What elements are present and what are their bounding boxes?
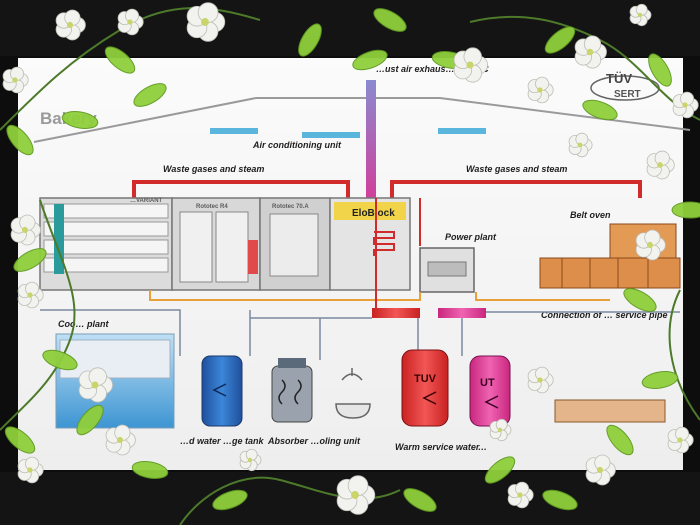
flower-13 [105, 424, 136, 456]
tuv-tank-label: TUV [414, 373, 437, 385]
flower-20 [527, 366, 554, 394]
flower-8 [10, 214, 41, 246]
flower-10 [635, 229, 666, 261]
leaf-15 [131, 461, 169, 479]
logo-subtext: SERT [614, 89, 641, 100]
power-plant-label: Power plant [445, 232, 497, 242]
cold-water-tank [201, 355, 243, 427]
cooling-plant-label: Coo… plant [58, 319, 109, 329]
flower-18 [667, 426, 694, 454]
flower-5 [527, 76, 554, 104]
belt-oven-label: Belt oven [570, 210, 611, 220]
leaf-2 [104, 46, 136, 74]
ut-caption-label: … [478, 442, 487, 452]
flower-19 [489, 418, 512, 442]
vine-2 [0, 199, 76, 431]
service-header [438, 308, 486, 318]
logo-text: TÜV [606, 71, 632, 86]
leaf-5 [6, 124, 34, 156]
cooling-plant-room [55, 333, 175, 429]
leaf-20 [606, 424, 634, 456]
leaf-0 [352, 49, 388, 71]
ut-tank: UT [469, 355, 511, 427]
leaf-10 [623, 288, 657, 312]
tuv-tank: TUV [401, 349, 449, 427]
leaf-18 [484, 456, 516, 484]
waste-gas-pipe-left [132, 180, 350, 200]
rack-oven-rototec-r4: Rototec R4 [171, 197, 261, 291]
flower-23 [2, 66, 29, 94]
flower-3 [453, 47, 489, 83]
flower-7 [672, 91, 699, 119]
waste-gases-left-label: Waste gases and steam [163, 164, 264, 174]
leaf-11 [13, 248, 47, 272]
rack-oven-variant: …VARIANT [39, 197, 173, 291]
absorber-label: Absorber …oling unit [267, 436, 361, 446]
flower-21 [239, 448, 262, 472]
leaf-4 [61, 111, 99, 129]
air-conditioning-units [210, 128, 486, 138]
oven-1-label: …VARIANT [130, 198, 163, 204]
waste-gas-pipe-right [390, 180, 642, 200]
leaf-22 [298, 23, 322, 57]
air-conditioning-label: Air conditioning unit [252, 140, 342, 150]
flower-17 [585, 454, 616, 486]
roof-outline [33, 97, 691, 143]
radiator-unit [554, 399, 666, 423]
flower-9 [17, 281, 44, 309]
flower-16 [507, 481, 534, 509]
heat-recovery-pipes [375, 198, 421, 308]
supply-pipes [149, 290, 610, 301]
flower-22 [568, 132, 593, 158]
leaf-6 [544, 26, 576, 54]
shower-fixture [335, 368, 371, 419]
oven-2-label: Rototec R4 [196, 204, 228, 210]
leaf-21 [641, 371, 679, 389]
leaf-7 [582, 99, 618, 121]
leaf-14 [4, 426, 36, 454]
leaf-12 [42, 349, 78, 371]
flower-11 [646, 150, 675, 180]
oven-4-label: EloBlock [352, 208, 395, 219]
flower-1 [55, 9, 86, 41]
power-plant-unit [419, 247, 475, 293]
heat-header [372, 308, 420, 318]
leaf-8 [648, 53, 672, 87]
leaf-1 [373, 8, 407, 32]
deck-oven-eloblock: EloBlock [329, 197, 411, 291]
flower-15 [336, 475, 376, 515]
waste-gases-right-label: Waste gases and steam [466, 164, 567, 174]
leaf-13 [76, 404, 104, 436]
distribution-pipes [40, 309, 680, 360]
flower-2 [117, 8, 144, 36]
leaf-9 [671, 201, 700, 219]
leaf-3 [133, 83, 167, 107]
flower-12 [78, 367, 114, 403]
warm-service-water-label: Warm service water [395, 442, 480, 452]
exhaust-air-label: …ust air exhaus… …50 °C [376, 64, 489, 74]
rack-oven-rototec-70a: Rototec 70.A [248, 197, 331, 291]
leaf-17 [403, 488, 437, 512]
flower-0 [186, 2, 226, 42]
leaf-19 [542, 489, 578, 511]
vine-3 [668, 289, 700, 421]
ut-tank-label: UT [480, 377, 495, 389]
flower-14 [17, 456, 44, 484]
absorber-cooling-unit [271, 358, 313, 423]
oven-3-label: Rototec 70.A [272, 204, 309, 210]
leaf-16 [212, 489, 248, 511]
flower-4 [574, 35, 607, 69]
cold-water-tank-label: …d water …ge tank [180, 436, 265, 446]
flower-6 [629, 3, 652, 27]
connection-service-label: Connection of … service pipe [541, 310, 668, 320]
exhaust-stack [366, 80, 376, 198]
